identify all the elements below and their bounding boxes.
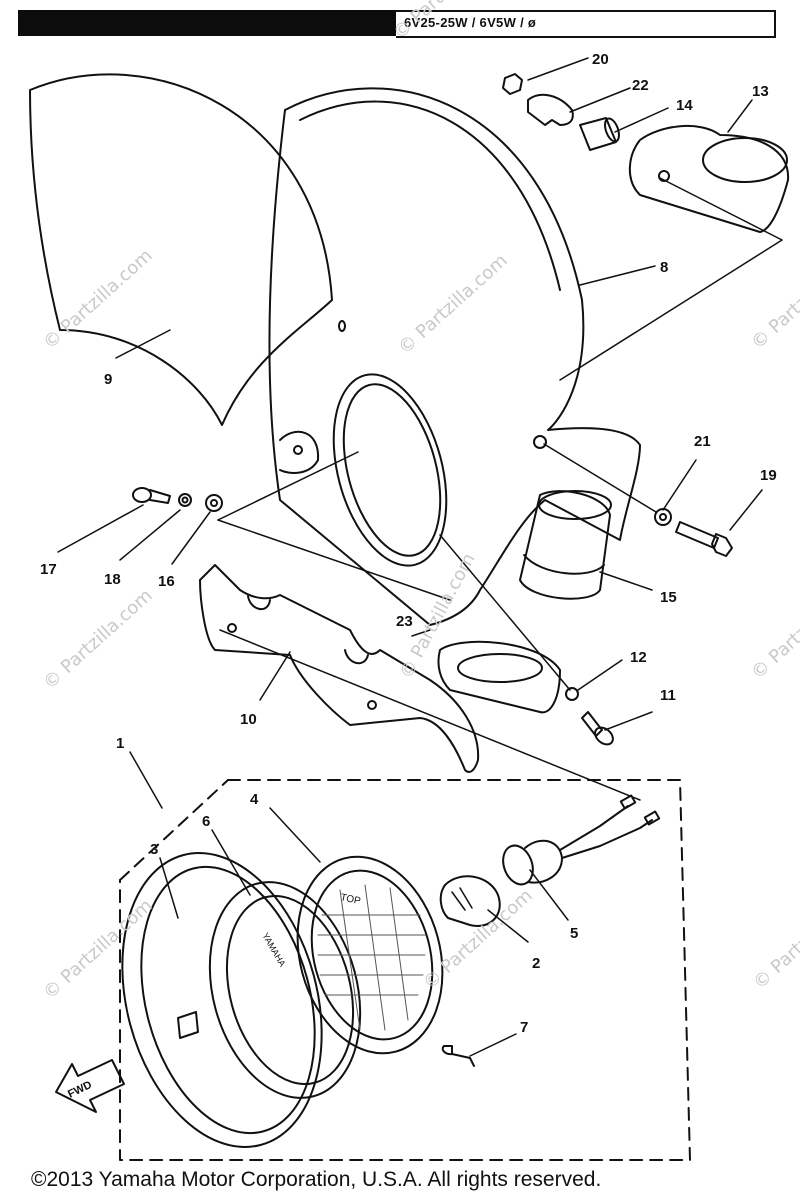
part-5-wires <box>559 805 653 859</box>
part-8-cowl <box>268 87 641 626</box>
header-spec-text: 6V25-25W / 6V5W / ø <box>404 15 537 30</box>
callout-3: 3 <box>150 841 158 858</box>
watermark-10: © Partzilla.com <box>389 0 506 44</box>
part-3-rim-inner <box>140 865 316 1135</box>
watermark-8: © Partzilla.com <box>419 885 536 994</box>
callout-13: 13 <box>752 83 769 100</box>
part-18-lockwasher <box>178 493 192 507</box>
rim-brand-text: YAMAHA <box>260 931 287 968</box>
callout-19: 19 <box>760 467 777 484</box>
part-1-assembly-boundary <box>119 779 691 1161</box>
callout-21: 21 <box>694 433 711 450</box>
leader-lines <box>57 57 783 1057</box>
callout-20: 20 <box>592 51 609 68</box>
part-21-washer <box>654 508 672 526</box>
part-6-ring <box>208 881 362 1099</box>
watermark-6: © Partzilla.com <box>747 575 800 684</box>
callout-2: 2 <box>532 955 540 972</box>
part-8-cowl-inner-edge <box>299 100 561 291</box>
part-4-lens-inner <box>310 869 434 1041</box>
fwd-arrow-icon <box>55 1059 125 1113</box>
callout-6: 6 <box>202 813 210 830</box>
part-8-cowl-opening <box>332 373 448 567</box>
part-13-bracket <box>628 124 790 233</box>
callout-1: 1 <box>116 735 124 752</box>
part-4-lens <box>296 855 444 1055</box>
callout-8: 8 <box>660 259 668 276</box>
callout-18: 18 <box>104 571 121 588</box>
part-23-bracket-ring <box>457 653 543 683</box>
part-2-bulb <box>439 875 501 927</box>
part-10-hole <box>227 623 237 633</box>
callout-12: 12 <box>630 649 647 666</box>
part-22-clamp <box>527 93 574 126</box>
header-black-bar <box>18 10 396 36</box>
callout-16: 16 <box>158 573 175 590</box>
callout-14: 14 <box>676 97 693 114</box>
part-16-washer-inner <box>210 499 218 507</box>
part-12-washer <box>565 687 579 701</box>
part-7-screw <box>441 1045 475 1067</box>
part-17-screw <box>132 487 171 504</box>
callout-23: 23 <box>396 613 413 630</box>
part-8-cowl-opening-inner <box>342 383 442 557</box>
part-10-stay-slot <box>247 595 271 611</box>
watermark-3: © Partzilla.com <box>747 245 800 354</box>
callout-7: 7 <box>520 1019 528 1036</box>
part-20-nut <box>502 73 523 95</box>
part-8-cowl-tab <box>279 430 320 474</box>
callout-10: 10 <box>240 711 257 728</box>
part-3-rim <box>121 852 323 1148</box>
part-3-rim-clip <box>177 1011 199 1039</box>
callout-17: 17 <box>40 561 57 578</box>
part-18-lockwasher-inner <box>181 496 189 504</box>
callout-5: 5 <box>570 925 578 942</box>
part-15-spacer-ridge <box>523 554 605 575</box>
part-11-screw <box>581 711 614 746</box>
part-15-spacer-top <box>538 490 612 520</box>
part-8-hole <box>293 445 303 455</box>
part-19-bolt <box>675 521 733 557</box>
part-6-ring-inner <box>225 894 355 1086</box>
callout-22: 22 <box>632 77 649 94</box>
part-8-hole-right <box>533 435 547 449</box>
part-16-washer <box>205 494 223 512</box>
part-4-lens-grid <box>317 884 426 1031</box>
part-1-boundary-connector <box>119 779 229 881</box>
header-spec-box <box>396 10 776 38</box>
part-5-socket <box>502 794 661 886</box>
part-14-collar <box>579 117 617 151</box>
copyright-footer: ©2013 Yamaha Motor Corporation, U.S.A. A… <box>31 1168 602 1191</box>
part-15-spacer <box>519 490 611 600</box>
lens-top-text: TOP <box>339 892 362 907</box>
callout-9: 9 <box>104 371 112 388</box>
part-8-small-mark <box>338 320 346 332</box>
callout-15: 15 <box>660 589 677 606</box>
callout-numbers: 20 22 14 13 8 9 21 19 17 18 16 15 23 12 … <box>40 51 777 1036</box>
part-10-hole-2 <box>367 700 377 710</box>
part-13-ring <box>702 137 788 183</box>
part-23-lower-bracket <box>437 640 561 714</box>
part-10-stay <box>199 564 480 773</box>
watermark-4: © Partzilla.com <box>39 585 156 694</box>
callout-11: 11 <box>660 687 676 704</box>
part-10-stay-slot-2 <box>344 649 369 665</box>
watermark-1: © Partzilla.com <box>39 245 156 354</box>
watermark-9: © Partzilla.com <box>749 885 800 994</box>
fwd-label: FWD <box>66 1079 94 1101</box>
part-21-washer-inner <box>659 513 667 521</box>
part-14-collar-end <box>604 117 620 143</box>
part-9-windscreen <box>29 73 333 426</box>
watermark-2: © Partzilla.com <box>394 250 511 359</box>
callout-4: 4 <box>250 791 259 808</box>
part-13-hole <box>658 170 670 182</box>
watermark-7: © Partzilla.com <box>39 895 156 1004</box>
diagram-header: 6V25-25W / 6V5W / ø <box>18 6 778 40</box>
